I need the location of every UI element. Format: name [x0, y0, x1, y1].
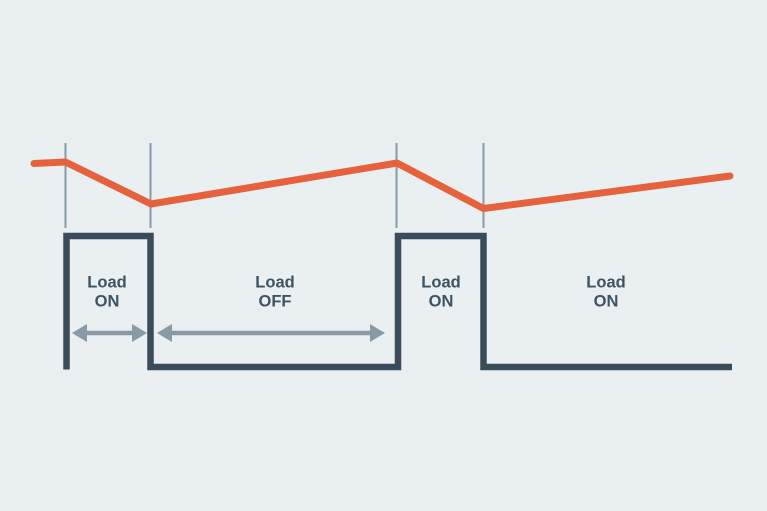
- load-on-3-label-line1: Load: [586, 274, 625, 292]
- load-off-duration-arrow: [157, 324, 385, 342]
- load-state-square-wave: [63, 232, 732, 371]
- load-on-2-label-line2: ON: [429, 293, 454, 311]
- arrow-head-right: [370, 324, 385, 342]
- load-on-3-label-line2: ON: [594, 293, 619, 311]
- load-on-2-label-line1: Load: [421, 274, 460, 292]
- voltage-curve-line: [30, 158, 734, 212]
- arrow-head-left: [72, 324, 87, 342]
- load-on-1-label-line1: Load: [87, 274, 126, 292]
- arrow-head-right: [132, 324, 147, 342]
- load-on-duration-arrow: [72, 324, 147, 342]
- load-off-label-line1: Load: [255, 274, 294, 292]
- load-on-1-label-line2: ON: [95, 293, 120, 311]
- load-off-label-line2: OFF: [259, 293, 292, 311]
- arrow-head-left: [157, 324, 172, 342]
